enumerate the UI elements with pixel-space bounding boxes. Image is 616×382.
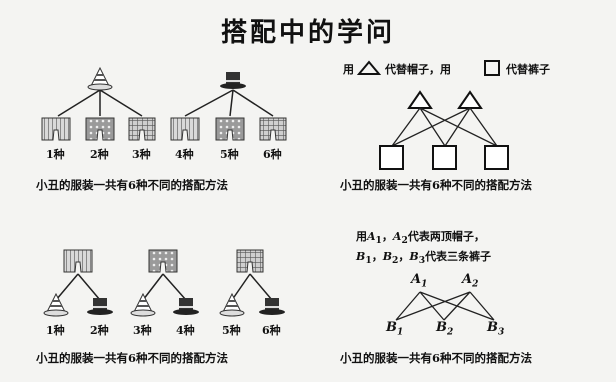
pants-icon: [236, 249, 264, 273]
pants-icon: [41, 117, 71, 141]
count-label: 6种: [263, 148, 282, 161]
count-label: 3种: [133, 324, 152, 337]
pants-icon: [128, 117, 156, 141]
triangle-node: [457, 90, 483, 109]
caption: 小丑的服装一共有6种不同的搭配方法: [36, 351, 228, 365]
square-node: [432, 145, 457, 170]
caption: 小丑的服装一共有6种不同的搭配方法: [340, 178, 532, 192]
count-label: 3种: [132, 148, 151, 161]
shape-graph: [356, 60, 509, 170]
tree-bottom-left: [43, 249, 286, 317]
triangle-legend-icon: [356, 60, 382, 75]
node-label-a1: A1: [411, 272, 428, 290]
cone-hat-icon: [43, 293, 69, 317]
count-label: 1种: [46, 148, 65, 161]
count-label: 2种: [90, 148, 109, 161]
triangle-node: [407, 90, 433, 109]
count-label: 5种: [220, 148, 239, 161]
count-label: 2种: [90, 324, 109, 337]
square-node: [379, 145, 404, 170]
count-label: 6种: [262, 324, 281, 337]
count-label: 4种: [175, 148, 194, 161]
node-label-b2: B2: [436, 320, 454, 338]
pants-icon: [215, 117, 245, 141]
letter-note-line1: 用A1，A2代表两顶帽子，: [356, 230, 485, 247]
cone-hat-icon: [87, 67, 113, 91]
count-label: 5种: [222, 324, 241, 337]
pants-icon: [85, 117, 115, 141]
cone-hat-icon: [130, 293, 156, 317]
shape-note-prefix: 用: [343, 63, 354, 76]
tree-top-left: [41, 67, 287, 141]
caption: 小丑的服装一共有6种不同的搭配方法: [36, 178, 228, 192]
cone-hat-icon: [219, 293, 245, 317]
pants-icon: [170, 117, 200, 141]
top-hat-icon: [86, 297, 114, 316]
shape-note-suffix: 代替裤子: [506, 63, 550, 76]
pants-icon: [259, 117, 287, 141]
caption: 小丑的服装一共有6种不同的搭配方法: [340, 351, 532, 365]
pants-icon: [148, 249, 178, 273]
node-label-b3: B3: [487, 320, 505, 338]
square-node: [484, 145, 509, 170]
count-label: 4种: [176, 324, 195, 337]
count-label: 1种: [46, 324, 65, 337]
shape-note-mid: 代替帽子，用: [385, 63, 451, 76]
letter-graph: [395, 291, 495, 321]
letter-note-line2: B1，B2，B3代表三条裤子: [356, 250, 492, 267]
pants-icon: [63, 249, 93, 273]
page-title: 搭配中的学问: [220, 18, 395, 48]
top-hat-icon: [258, 297, 286, 316]
top-hat-icon: [219, 71, 247, 90]
top-hat-icon: [172, 297, 200, 316]
node-label-b1: B1: [386, 320, 404, 338]
square-legend-icon: [484, 60, 500, 76]
node-label-a2: A2: [462, 272, 479, 290]
